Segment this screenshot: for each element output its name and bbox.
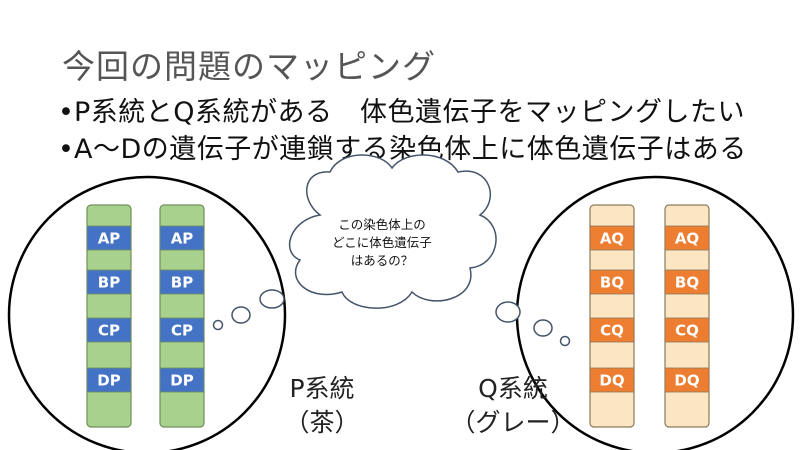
thought-line: どこに体色遺伝子: [332, 235, 432, 250]
locus-band-cp: [86, 317, 132, 343]
thought-dot-left-medium: [231, 306, 251, 324]
slide-title: 今回の問題のマッピング: [62, 47, 436, 86]
p-strain-chromosomes: AP BP CP DP AP BP CP DP: [86, 204, 205, 428]
thought-line: はあるの？: [350, 253, 414, 268]
thought-dot-right-small: [559, 335, 571, 347]
locus-label-cq: CQ: [600, 322, 624, 340]
locus-band-bq: [589, 269, 635, 295]
q-strain-name: Q系統: [478, 374, 548, 403]
locus-band-bp: [86, 269, 132, 295]
thought-dot-left-large: [259, 289, 285, 309]
locus-label-aq: AQ: [600, 230, 624, 248]
bullet-text: P系統とQ系統がある 体色遺伝子をマッピングしたい: [74, 97, 746, 128]
locus-label-cp: CP: [98, 322, 120, 340]
locus-label-bq: BQ: [675, 274, 699, 292]
locus-band-cq: [589, 317, 635, 343]
thought-cloud: [212, 154, 571, 347]
q-strain-chromosomes: AQ BQ CQ DQ AQ BQ CQ DQ: [589, 204, 710, 428]
thought-dot-right-medium: [533, 319, 553, 337]
locus-label-bp: BP: [98, 274, 120, 292]
locus-band-aq: [664, 225, 710, 251]
locus-band-dq: [664, 367, 710, 393]
locus-label-aq: AQ: [675, 230, 699, 248]
locus-label-dp: DP: [97, 372, 120, 390]
thought-bubble-text: この染色体上の どこに体色遺伝子 はあるの？: [318, 216, 446, 270]
thought-dot-right-large: [495, 301, 521, 323]
q-strain-label: Q系統 （グレー）: [438, 372, 588, 440]
thought-line: この染色体上の: [338, 217, 426, 232]
locus-band-cp: [159, 317, 205, 343]
locus-band-ap: [86, 225, 132, 251]
locus-label-bq: BQ: [600, 274, 624, 292]
locus-band-bq: [664, 269, 710, 295]
locus-label-dq: DQ: [674, 372, 699, 390]
locus-band-bp: [159, 269, 205, 295]
bullet-item: •P系統とQ系統がある 体色遺伝子をマッピングしたい: [58, 97, 746, 128]
locus-band-dq: [589, 367, 635, 393]
locus-band-dp: [86, 367, 132, 393]
locus-label-dq: DQ: [599, 372, 624, 390]
locus-band-cq: [664, 317, 710, 343]
locus-label-ap: AP: [171, 230, 194, 248]
locus-band-ap: [159, 225, 205, 251]
p-strain-circle: [7, 175, 287, 450]
locus-band-dp: [159, 367, 205, 393]
thought-dot-left-small: [212, 319, 224, 331]
locus-band-aq: [589, 225, 635, 251]
locus-label-ap: AP: [98, 230, 121, 248]
p-strain-name: P系統: [289, 374, 355, 403]
p-strain-label: P系統 （茶）: [262, 372, 382, 440]
locus-label-cq: CQ: [675, 322, 699, 340]
q-strain-color: （グレー）: [450, 408, 576, 437]
locus-label-dp: DP: [170, 372, 193, 390]
locus-label-bp: BP: [171, 274, 193, 292]
p-strain-color: （茶）: [284, 408, 360, 437]
locus-label-cp: CP: [171, 322, 193, 340]
